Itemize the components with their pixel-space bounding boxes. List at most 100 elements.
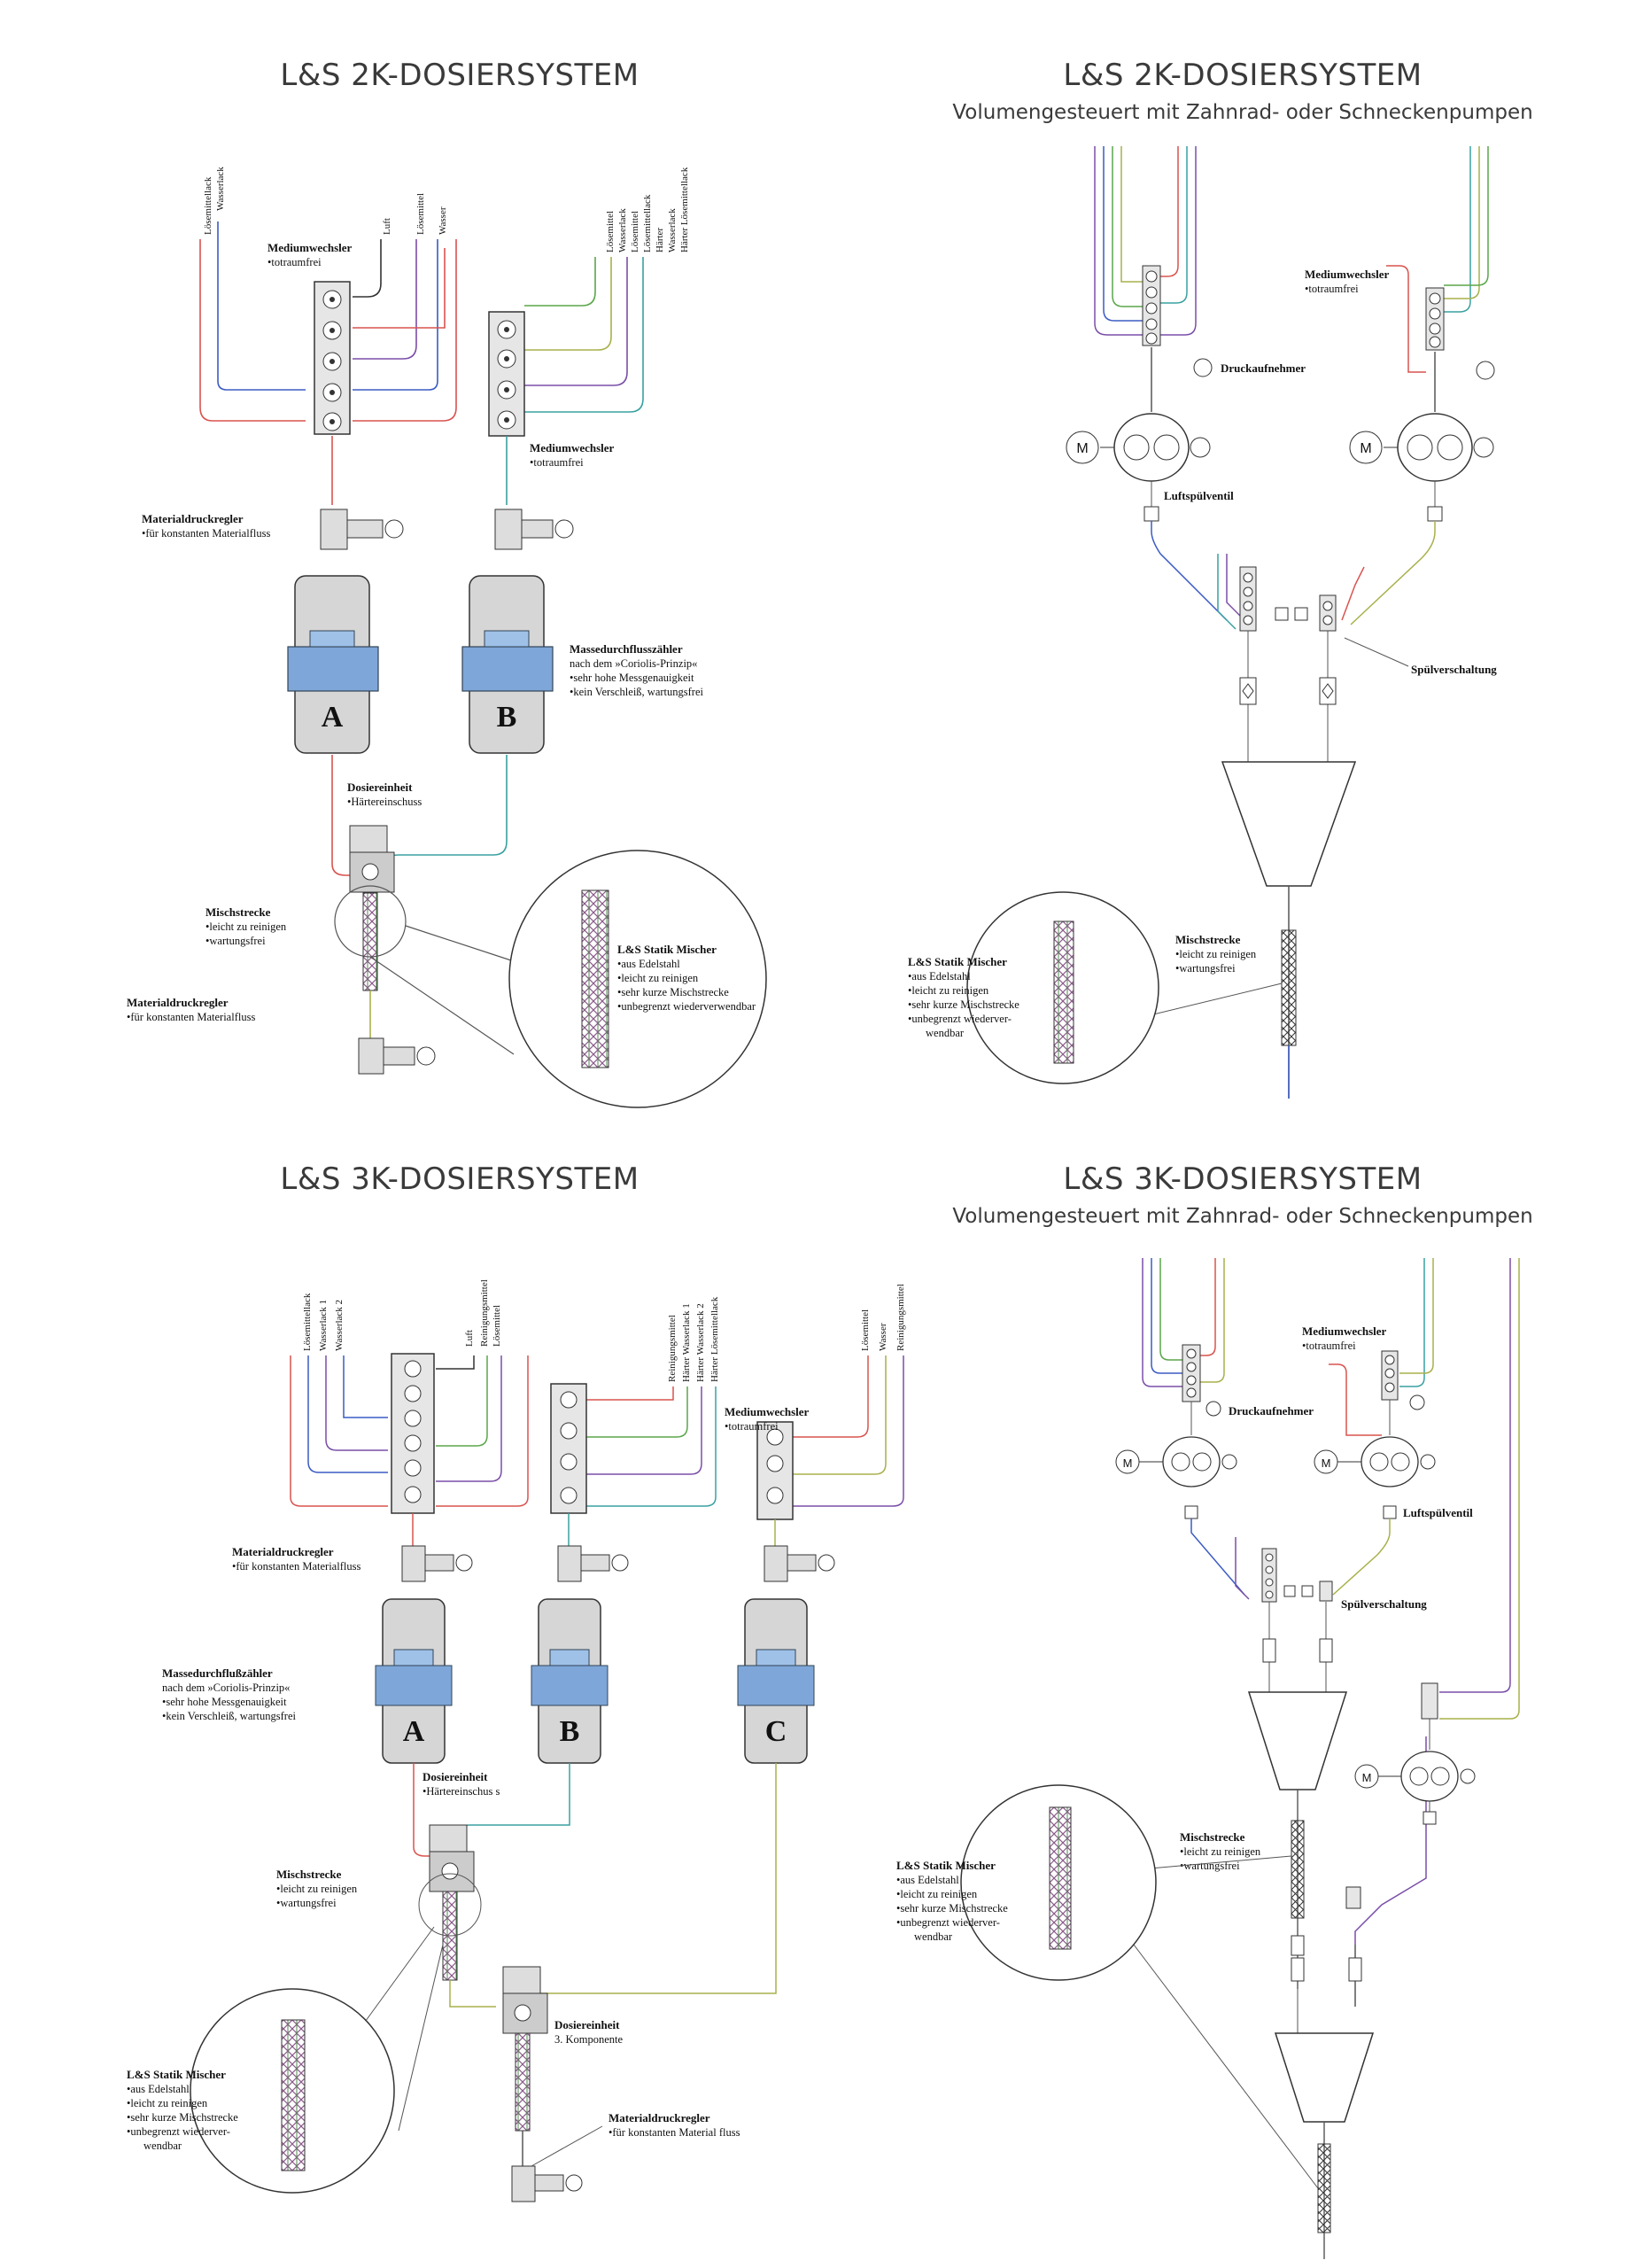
title-2k-volumetric: L&S 2K-DOSIERSYSTEM	[1063, 58, 1422, 93]
inlet-bundle-left	[1094, 146, 1197, 336]
gear-pump-left: M	[1115, 1402, 1237, 1487]
inlet-labels-left: Lösemittellack Wasserlack Luft Lösemitte…	[203, 167, 448, 235]
air-flush-valve-label: Luftspülventil	[1403, 1506, 1473, 1519]
inlet-label: Lösemittel	[415, 193, 426, 235]
inlet-label: Reinigungsmittel	[895, 1284, 906, 1351]
medium-changer-title: Mediumwechsler	[725, 1405, 810, 1418]
flow-meter-a-letter: A	[322, 701, 344, 734]
check-valves-2	[1291, 1957, 1362, 2033]
static-mixer-callout: L&S Statik Mischer •aus Edelstahl •leich…	[908, 891, 1159, 1084]
inlet-label: Reinigungsmittel	[479, 1279, 490, 1347]
medium-changer-left	[1142, 265, 1161, 346]
dosing-unit-title: Dosiereinheit	[347, 781, 413, 794]
flow-meter-title: Massedurchflußzähler	[162, 1666, 273, 1680]
flow-meter-line: nach dem »Coriolis-Prinzip«	[570, 657, 697, 670]
mixing-tube-title: Mischstrecke	[1180, 1830, 1245, 1844]
flow-meter-line: •kein Verschleiß, wartungsfrei	[570, 686, 704, 698]
pressure-regulator-b	[494, 509, 574, 550]
static-mixer-line: •aus Edelstahl	[896, 1874, 959, 1886]
medium-changer-c	[756, 1421, 794, 1520]
mixing-tube-line: •leicht zu reinigen	[276, 1883, 358, 1895]
mixing-tube	[334, 885, 407, 1041]
dosing-unit-3-sub: 3. Komponente	[554, 2033, 624, 2046]
static-mixer-title: L&S Statik Mischer	[127, 2068, 226, 2081]
diagram-2k-volumetric: Mediumwechsler •totraumfrei Druckaufnehm…	[908, 146, 1497, 1099]
static-mixer-line: •leicht zu reinigen	[908, 984, 989, 997]
pressure-regulator-bottom-title: Materialdruckregler	[127, 996, 229, 1009]
inlet-label: Luft	[382, 218, 392, 235]
dosing-unit	[429, 1824, 475, 1892]
gear-pump-third: M	[1354, 1719, 1476, 1825]
static-mixer-line: wendbar	[926, 1027, 965, 1039]
flow-meter-a-letter: A	[403, 1715, 425, 1748]
gear-pump-left: M	[1066, 347, 1211, 482]
static-mixer-line: •sehr kurze Mischstrecke	[896, 1902, 1008, 1915]
static-mixer-callout: L&S Statik Mischer •aus Edelstahl •leich…	[896, 1784, 1157, 1981]
flow-meter-c: C	[737, 1598, 815, 1764]
inlet-label: Härter Wasserlack 1	[681, 1303, 692, 1382]
pressure-regulators	[401, 1545, 835, 1582]
flow-meter-c-letter: C	[765, 1715, 787, 1748]
dosing-unit	[349, 825, 395, 893]
mixing-tube-line: •wartungsfrei	[1180, 1860, 1240, 1872]
title-3k: L&S 3K-DOSIERSYSTEM	[280, 1161, 639, 1197]
flow-meter-line: nach dem »Coriolis-Prinzip«	[162, 1682, 290, 1694]
static-mixer-line: •leicht zu reinigen	[127, 2097, 208, 2109]
mixing-tube-line: •wartungsfrei	[1175, 962, 1236, 975]
static-mixer-line: •aus Edelstahl	[908, 970, 971, 983]
medium-changer-b-title: Mediumwechsler	[530, 441, 615, 454]
inlet-label: Lösemittel	[860, 1309, 871, 1351]
motor-right: M	[1360, 441, 1371, 456]
flow-meter-a: A	[375, 1598, 453, 1764]
pressure-regulator-bottom-title: Materialdruckregler	[609, 2111, 710, 2124]
pipes-changer-b	[524, 257, 644, 413]
diagram-3k-mass-flow: Lösemittellack Wasserlack 1 Wasserlack 2…	[127, 1279, 906, 2202]
inlet-label: Härter	[655, 228, 665, 252]
subtitle-2k-volumetric: Volumengesteuert mit Zahnrad- oder Schne…	[952, 101, 1532, 124]
inlet-label: Wasserlack	[667, 208, 678, 252]
inlet-labels-right: Lösemittel Wasserlack Lösemittel Lösemit…	[605, 167, 690, 252]
motor-right: M	[1322, 1456, 1331, 1470]
pressure-regulator-title: Materialdruckregler	[232, 1545, 334, 1558]
pressure-regulator-bottom	[358, 1037, 436, 1075]
inlet-label: Härter Wasserlack 2	[695, 1303, 706, 1382]
inlet-label: Wasserlack 1	[318, 1300, 329, 1351]
inlet-label: Härter Lösemittellack	[679, 167, 690, 252]
inlet-label: Lösemittellack	[203, 176, 213, 235]
medium-changer-left	[1182, 1344, 1201, 1402]
title-2k: L&S 2K-DOSIERSYSTEM	[280, 58, 639, 93]
dosing-unit-3-title: Dosiereinheit	[554, 2018, 620, 2031]
inlet-label: Lösemittel	[492, 1305, 502, 1347]
flow-meter-b: B	[531, 1598, 609, 1764]
pressure-regulator-title: Materialdruckregler	[142, 512, 244, 525]
flow-meter-title: Massedurchflusszähler	[570, 642, 683, 656]
motor-third: M	[1362, 1771, 1372, 1784]
inlet-label: Härter Lösemittellack	[709, 1296, 720, 1382]
static-mixer-line: •unbegrenzt wiederver-	[896, 1916, 1000, 1929]
static-mixer-line: wendbar	[914, 1930, 953, 1943]
flush-manifold	[1261, 1548, 1333, 1603]
medium-changer-b	[550, 1383, 587, 1514]
flow-meter-b-letter: B	[560, 1715, 580, 1748]
pressure-regulator-bottom-sub: •für konstanten Materialfluss	[127, 1011, 255, 1023]
pressure-regulator-bottom-sub: •für konstanten Material fluss	[609, 2126, 740, 2139]
pressure-sensor-label: Druckaufnehmer	[1229, 1404, 1314, 1418]
mixing-tube	[418, 1873, 496, 2008]
mixing-funnel-2	[1274, 2032, 1375, 2123]
inlet-label: Lösemittel	[605, 211, 616, 252]
medium-changer-a-sub: •totraumfrei	[267, 256, 322, 268]
static-mixer-line: •sehr kurze Mischstrecke	[908, 998, 1019, 1011]
mixing-funnel	[1221, 761, 1357, 887]
dosing-unit-sub: •Härtereinschuss	[347, 796, 422, 808]
flow-meter-b: B	[461, 575, 554, 754]
air-flush-valves	[1143, 481, 1443, 522]
flow-meter-line: •sehr hohe Messgenauigkeit	[162, 1696, 287, 1708]
gear-pump-right: M	[1349, 352, 1494, 482]
flush-circuit-label: Spülverschaltung	[1411, 663, 1497, 676]
mixing-tube-title: Mischstrecke	[276, 1868, 342, 1881]
mixing-tube-line: •wartungsfrei	[276, 1897, 337, 1909]
dosing-unit-title: Dosiereinheit	[423, 1770, 488, 1783]
medium-changer-a	[314, 281, 351, 435]
static-mixer-line: •aus Edelstahl	[617, 958, 680, 970]
